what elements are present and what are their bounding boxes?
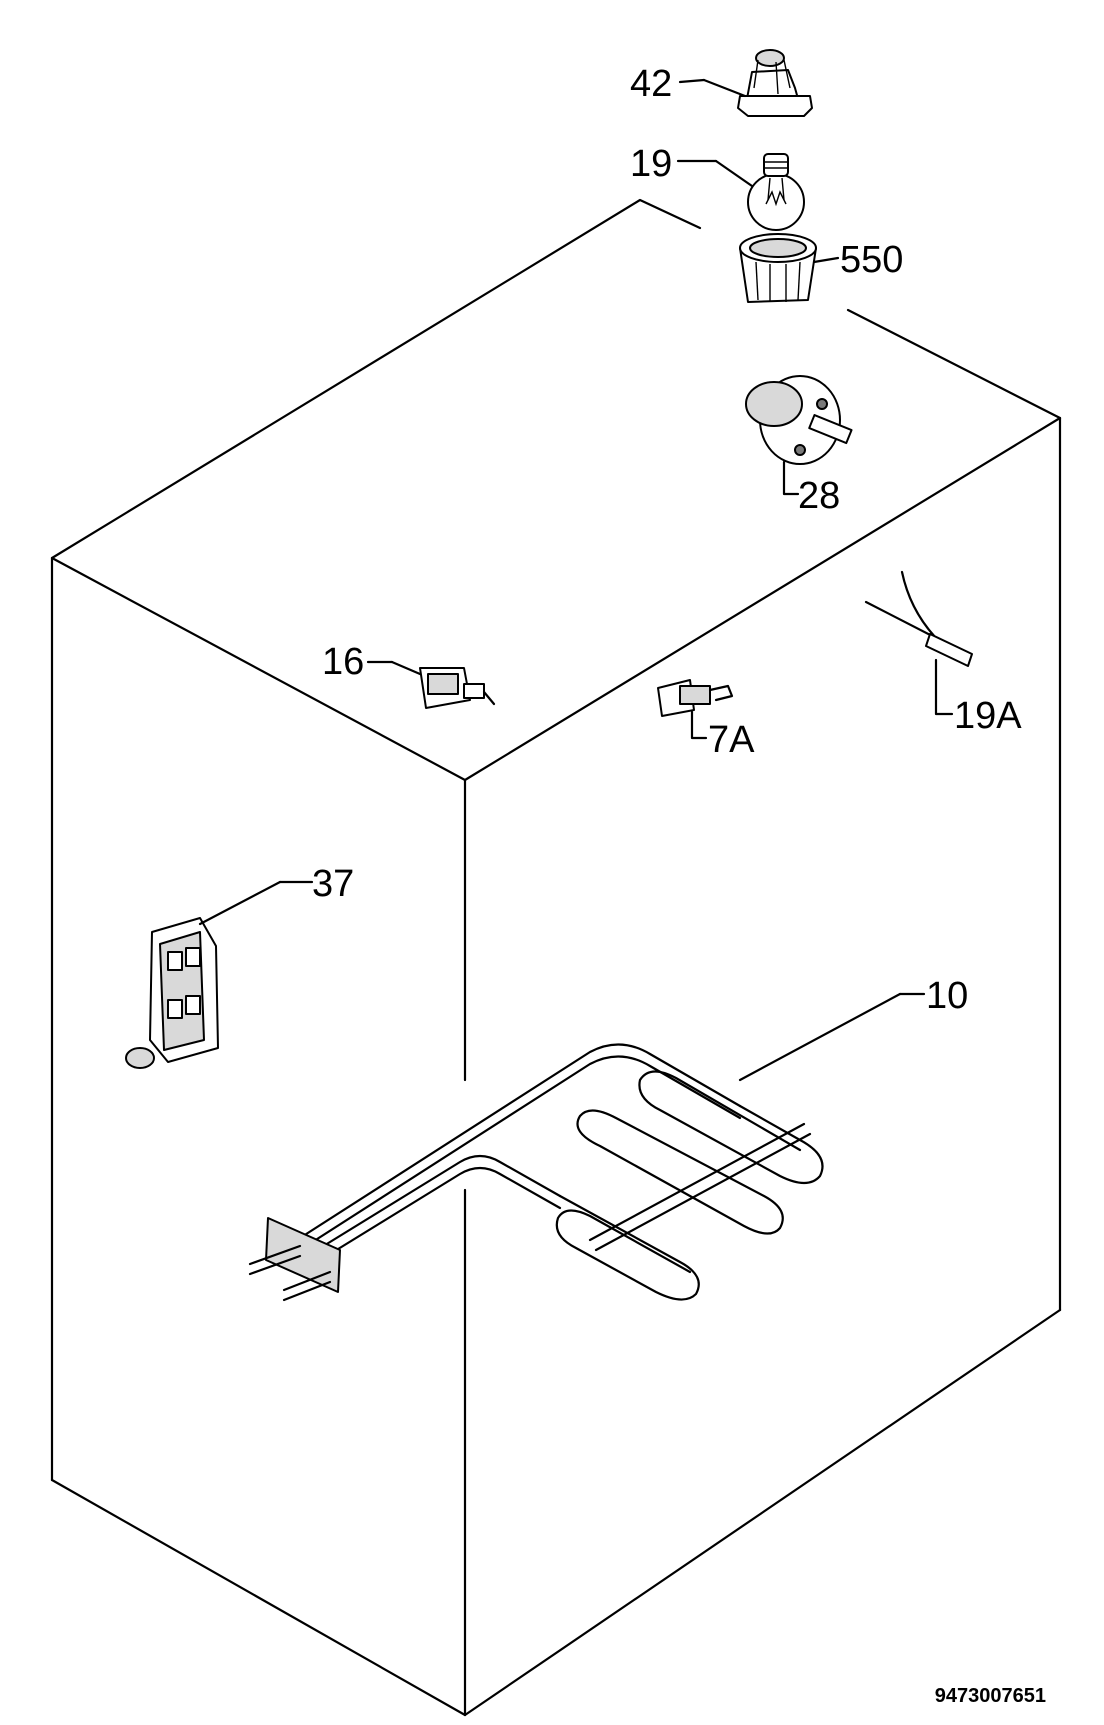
callout-label: 37: [312, 863, 354, 905]
callout-label: 10: [926, 975, 968, 1017]
callout-label: 19A: [954, 695, 1022, 737]
callout-label: 7A: [708, 719, 755, 761]
callout-label: 28: [798, 475, 840, 517]
terminal-block-part-37: [125, 880, 314, 1069]
callout-label: 550: [840, 239, 903, 281]
microswitch-part-7a: [657, 679, 734, 740]
cabinet-outline: [50, 198, 1062, 1717]
lamp-bulb-part-19: [676, 153, 805, 231]
lamp-holder-part-42: [678, 49, 813, 117]
document-number: 9473007651: [935, 1685, 1046, 1707]
heating-element-part-10: [248, 992, 926, 1302]
callout-label: 16: [322, 641, 364, 683]
push-switch-part-16: [366, 660, 496, 709]
callout-label: 42: [630, 63, 672, 105]
control-knob-part-28: [745, 375, 853, 496]
lamp-cover-part-550: [739, 233, 840, 303]
temperature-probe-part-19a: [864, 570, 973, 716]
callout-label: 19: [630, 143, 672, 185]
